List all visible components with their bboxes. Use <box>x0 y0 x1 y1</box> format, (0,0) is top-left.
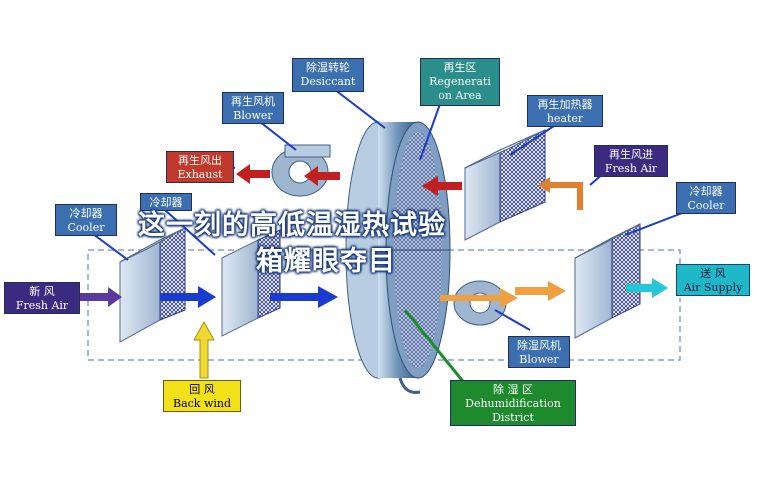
fresh-air-in-label: 新 风 Fresh Air <box>4 282 80 314</box>
cooler-left-label: 冷却器 Cooler <box>55 204 117 236</box>
desiccant-en: Desiccant <box>300 75 356 88</box>
regen-area-label: 再生区 Regenerati on Area <box>420 58 500 106</box>
fresh-air-in-en: Fresh Air <box>15 299 69 312</box>
cooler-left-cn: 冷却器 <box>69 207 103 220</box>
dehum-blower-cn: 除湿风机 <box>517 339 561 352</box>
dehum-blower-label: 除湿风机 Blower <box>508 336 570 368</box>
cooler-mid-cn: 冷却器 <box>149 196 183 209</box>
regen-area-cn: 再生区 <box>443 61 477 74</box>
dehum-district-cn: 除 湿 区 <box>493 383 533 396</box>
regen-area-en2: on Area <box>438 89 482 102</box>
dehum-district-label: 除 湿 区 Dehumidification District <box>450 380 576 426</box>
cooler-right-label: 冷却器 Cooler <box>676 182 736 214</box>
back-wind-cn: 回 风 <box>189 383 215 396</box>
airflow-arrows <box>80 164 668 394</box>
desiccant-cn: 除湿转轮 <box>306 61 350 74</box>
regen-exhaust-label: 再生风出 Exhaust <box>166 151 234 183</box>
back-wind-label: 回 风 Back wind <box>163 380 241 412</box>
regen-blower-en: Blower <box>233 109 273 122</box>
regen-exhaust-cn: 再生风出 <box>178 154 222 167</box>
air-supply-cn: 送 风 <box>700 267 726 280</box>
regen-heater-label: 再生加热器 heater <box>527 95 603 127</box>
fresh-air-regen-en: Fresh Air <box>604 162 658 175</box>
regen-blower-cn: 再生风机 <box>231 95 275 108</box>
regen-blower-label: 再生风机 Blower <box>222 92 284 124</box>
cooler-right-cn: 冷却器 <box>689 185 723 198</box>
overlay-line-1: 这一刻的高低温湿热试验 <box>138 210 446 241</box>
dehum-district-en1: Dehumidification <box>465 397 561 410</box>
regen-blower-fan <box>271 144 331 197</box>
air-supply-en: Air Supply <box>683 281 743 294</box>
regen-heater-cn: 再生加热器 <box>537 98 593 111</box>
regen-area-en1: Regenerati <box>429 75 491 88</box>
heater-unit <box>464 129 546 241</box>
regen-exhaust-en: Exhaust <box>177 168 223 181</box>
cooler-mid-label: 冷却器 <box>140 193 192 211</box>
regen-heater-en: heater <box>546 112 584 125</box>
dehum-blower-en: Blower <box>519 353 559 366</box>
cooler-right-unit <box>574 223 641 339</box>
fresh-air-regen-label: 再生风进 Fresh Air <box>594 145 668 177</box>
fresh-air-regen-cn: 再生风进 <box>609 148 653 161</box>
cooler-right-en: Cooler <box>687 199 725 212</box>
air-supply-label: 送 风 Air Supply <box>676 264 750 296</box>
cooler-left-en: Cooler <box>67 221 105 234</box>
overlay-line-2: 箱耀眼夺目 <box>256 246 396 277</box>
desiccant-label: 除湿转轮 Desiccant <box>292 58 364 92</box>
overlay-caption: 这一刻的高低温湿热试验 箱耀眼夺目 <box>138 208 446 280</box>
fresh-air-in-cn: 新 风 <box>29 285 55 298</box>
back-wind-en: Back wind <box>172 397 232 410</box>
dehum-blower-fan <box>453 280 507 326</box>
dehum-district-en2: District <box>492 411 534 424</box>
